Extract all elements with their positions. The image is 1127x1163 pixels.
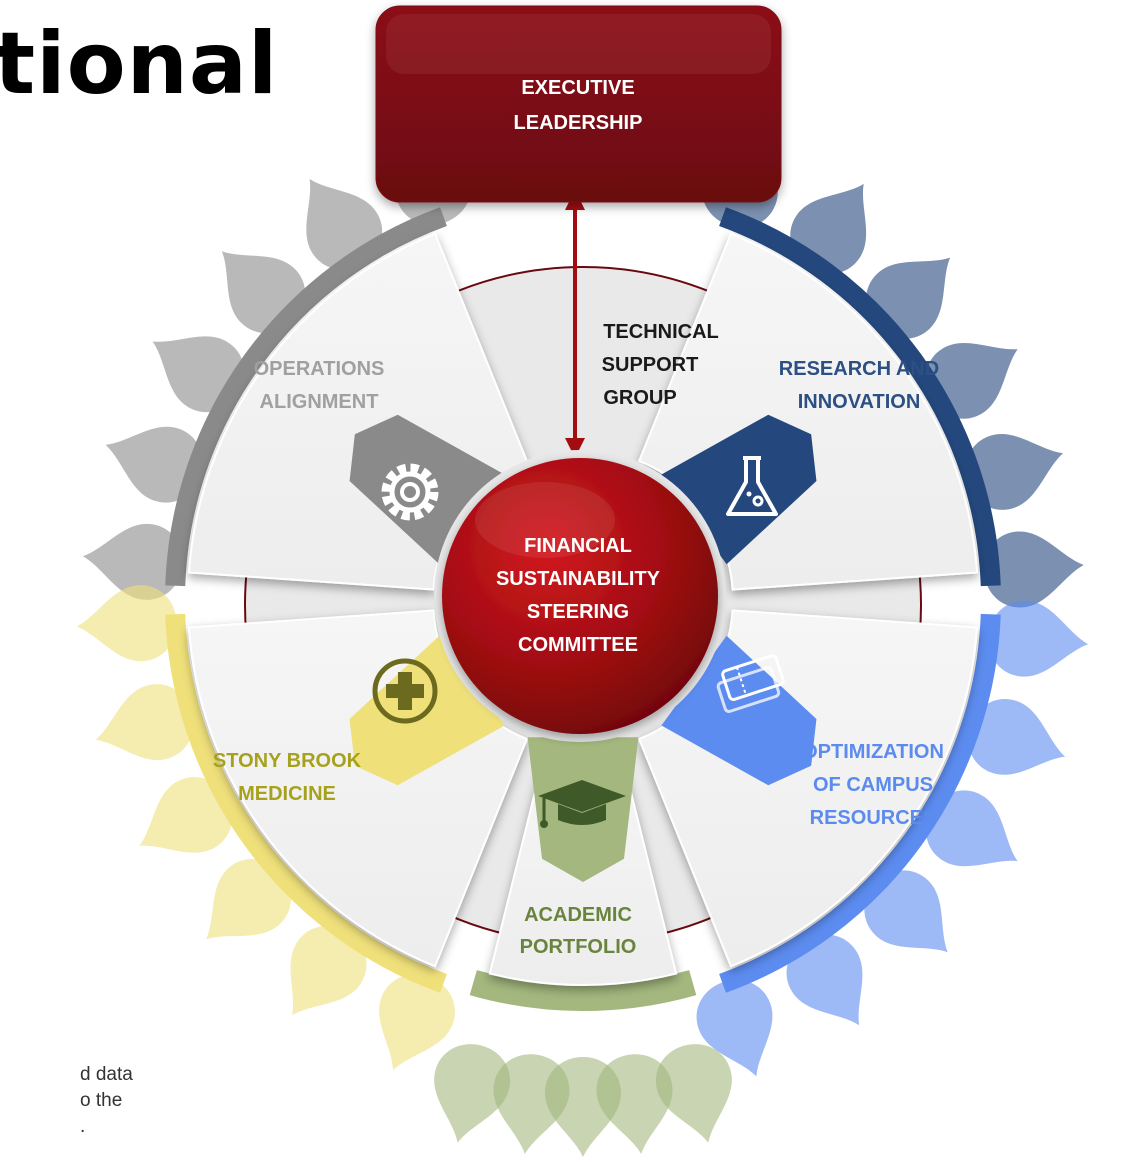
medicine-petal xyxy=(379,974,455,1071)
medical-cross-icon xyxy=(372,658,438,724)
page-title: tional xyxy=(0,14,279,114)
academic-petal xyxy=(655,1044,732,1143)
research-petal xyxy=(984,531,1084,608)
academic-outer-arc xyxy=(469,970,697,1011)
tsg-line-2: SUPPORT xyxy=(602,354,699,376)
optimization-petal xyxy=(696,979,773,1077)
academic-label-2: PORTFOLIO xyxy=(520,936,637,958)
research-label-2: INNOVATION xyxy=(798,391,921,413)
optimization-label-3: RESOURCES xyxy=(810,807,937,829)
optimization-petal xyxy=(925,790,1018,867)
medicine-petal xyxy=(206,858,291,940)
medicine-petal xyxy=(290,925,367,1016)
technical-support-group-label: TECHNICAL SUPPORT GROUP xyxy=(602,321,719,409)
research-outer-arc xyxy=(719,207,1001,587)
medicine-petal xyxy=(76,585,177,662)
academic-petal xyxy=(434,1044,511,1143)
executive-leadership-box[interactable]: EXECUTIVE LEADERSHIP xyxy=(375,5,782,203)
segment-label-optimization: OPTIMIZATION OF CAMPUS RESOURCES xyxy=(802,741,944,829)
ops-outer-arc xyxy=(165,207,447,587)
academic-petal xyxy=(493,1054,570,1154)
medicine-petal xyxy=(95,684,194,760)
segment-label-medicine: STONY BROOK MEDICINE xyxy=(213,750,362,805)
optimization-outer-arc xyxy=(719,613,1001,993)
center-line-2: SUSTAINABILITY xyxy=(496,568,661,590)
medicine-outer-arc xyxy=(165,613,447,993)
optimization-label-1: OPTIMIZATION xyxy=(802,741,944,763)
side-text-line-2: o the xyxy=(80,1090,123,1111)
medicine-petal xyxy=(139,777,233,853)
steering-committee-circle[interactable]: FINANCIAL SUSTAINABILITY STEERING COMMIT… xyxy=(434,450,726,742)
optimization-petal xyxy=(968,698,1066,775)
optimization-petal xyxy=(988,600,1089,677)
exec-line-1: EXECUTIVE xyxy=(521,77,634,99)
center-line-1: FINANCIAL xyxy=(524,535,632,557)
graduation-cap-icon xyxy=(538,780,626,828)
optimization-petal xyxy=(864,870,948,953)
research-petal xyxy=(965,434,1064,510)
center-line-4: COMMITTEE xyxy=(518,634,638,656)
side-text-line-3: . xyxy=(80,1116,86,1137)
side-text-line-1: d data xyxy=(80,1064,133,1085)
medicine-label-1: STONY BROOK xyxy=(213,750,362,772)
ops-label-2: ALIGNMENT xyxy=(260,391,379,413)
ops-petal xyxy=(105,426,203,503)
ops-label-1: OPERATIONS xyxy=(254,358,385,380)
flask-icon xyxy=(726,456,778,516)
tsg-line-1: TECHNICAL xyxy=(603,321,719,343)
clipped-side-text: d data o the . xyxy=(80,1062,280,1140)
segment-label-academic: ACADEMIC PORTFOLIO xyxy=(520,904,637,958)
ops-petal xyxy=(82,523,183,600)
academic-label-1: ACADEMIC xyxy=(524,904,632,926)
medicine-label-2: MEDICINE xyxy=(238,783,336,805)
optimization-petal xyxy=(786,934,863,1026)
gear-icon xyxy=(381,463,439,521)
exec-line-2: LEADERSHIP xyxy=(514,112,643,134)
research-label-1: RESEARCH AND xyxy=(779,358,939,380)
segment-label-ops: OPERATIONS ALIGNMENT xyxy=(254,358,385,413)
center-line-3: STEERING xyxy=(527,601,629,623)
tsg-line-3: GROUP xyxy=(603,387,676,409)
segment-label-research: RESEARCH AND INNOVATION xyxy=(779,358,939,413)
optimization-label-2: OF CAMPUS xyxy=(813,774,933,796)
